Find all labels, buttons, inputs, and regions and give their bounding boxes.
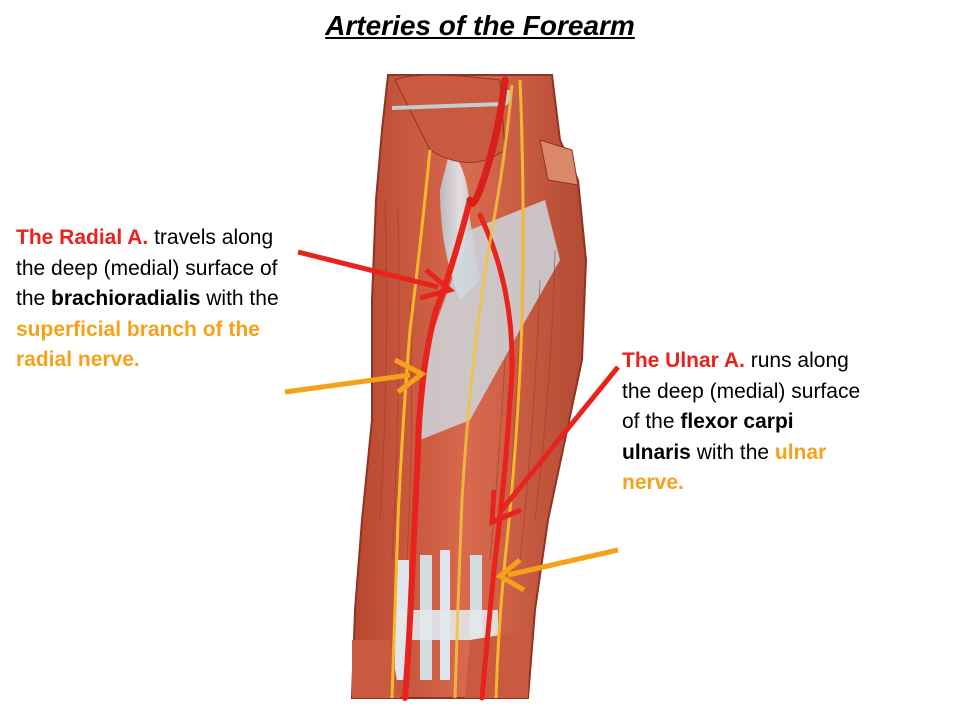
median-nerve	[453, 84, 514, 699]
ulnar-artery-name: The Ulnar A.	[622, 349, 745, 372]
ulnar-artery-description: The Ulnar A. runs along the deep (medial…	[622, 346, 862, 499]
ulnar-nerve-name: ulnar nerve.	[622, 440, 827, 495]
page-title: Arteries of the Forearm	[325, 10, 635, 41]
radial-nerve-name: superficial branch of the radial nerve.	[16, 317, 260, 372]
hand-muscles	[352, 640, 400, 698]
ulnar-muscle-name: flexor carpi ulnaris	[622, 410, 794, 464]
radial-artery-description: The Radial A. travels along the deep (me…	[16, 223, 291, 376]
radial-text-2: with the	[200, 287, 279, 311]
ulnar-nerve	[494, 79, 525, 699]
cut-muscle-stump	[539, 139, 579, 186]
aponeurosis	[420, 200, 560, 440]
ulnar-artery	[477, 212, 515, 701]
ulnar-artery-arrow	[489, 365, 620, 526]
ulnar-nerve-arrow	[495, 547, 619, 593]
ulnar-text-1: runs along the deep (medial) surface of …	[622, 349, 861, 434]
radial-nerve	[390, 149, 432, 699]
radial-artery-arrow	[297, 249, 456, 301]
radial-artery-name: The Radial A.	[16, 226, 149, 249]
brachial-artery	[466, 76, 509, 207]
ulnar-text-2: with the	[690, 440, 775, 464]
radial-nerve-arrow	[284, 357, 427, 395]
radial-muscle-name: brachioradialis	[51, 287, 201, 311]
radial-text-1: travels along the deep (medial) surface …	[16, 226, 278, 311]
